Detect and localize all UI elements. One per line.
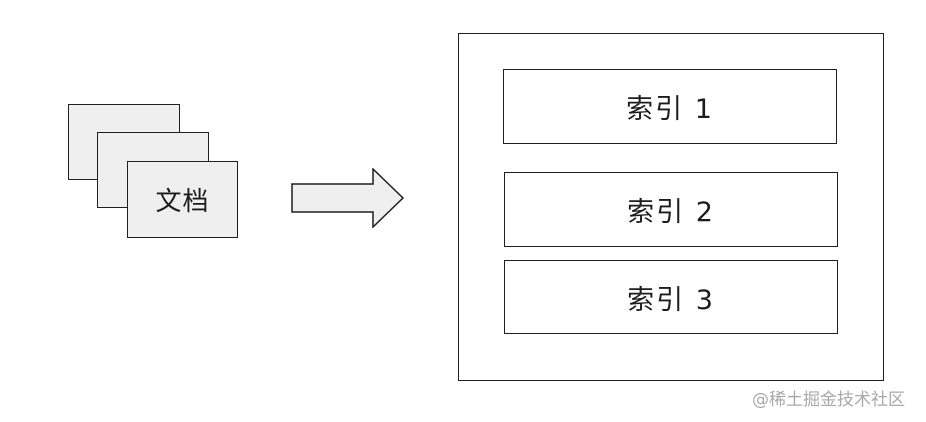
index-label: 索引 2 — [627, 197, 715, 228]
document-label: 文档 — [155, 187, 210, 217]
index-box-1: 索引 1 — [503, 69, 837, 144]
watermark: @稀土掘金技术社区 — [752, 390, 905, 410]
document-card-front: 文档 — [127, 161, 238, 238]
index-box-2: 索引 2 — [504, 172, 838, 247]
index-label: 索引 3 — [627, 284, 715, 316]
right-arrow-icon — [291, 168, 405, 228]
index-box-3: 索引 3 — [504, 260, 838, 334]
index-label: 索引 1 — [626, 94, 714, 125]
